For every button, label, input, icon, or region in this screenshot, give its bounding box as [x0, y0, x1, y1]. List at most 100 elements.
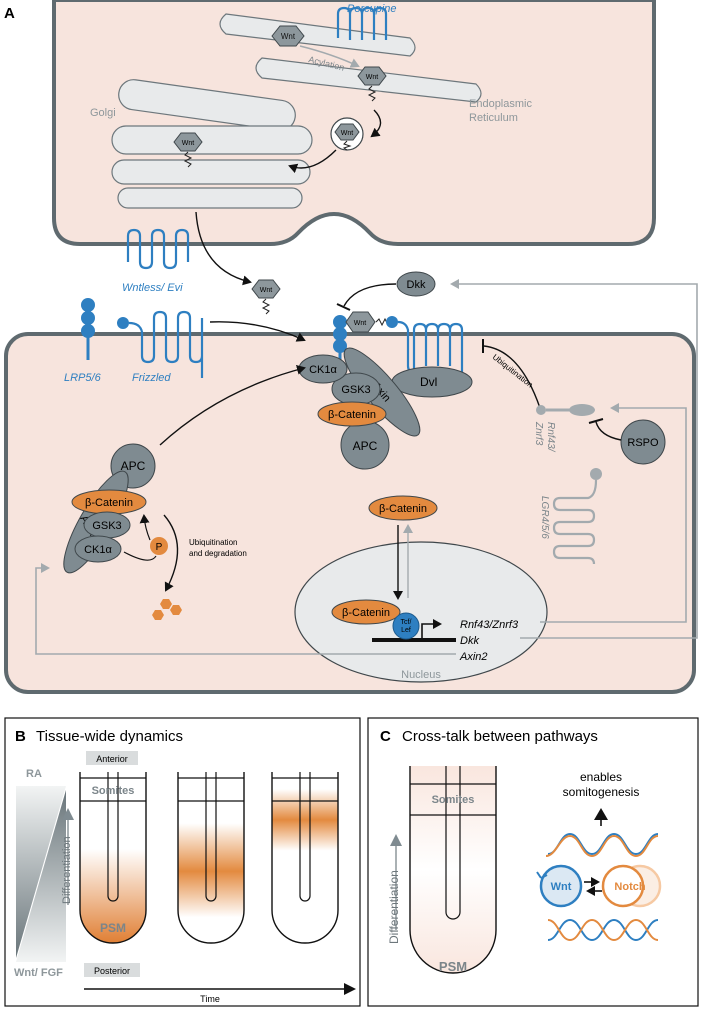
anterior-label: Anterior — [96, 754, 128, 764]
nucleus — [294, 541, 548, 683]
differentiation-label-b: Differentiation — [61, 836, 73, 904]
rnf43-znrf3-receptor — [536, 404, 595, 416]
beta-catenin-cytoplasmic — [368, 495, 438, 521]
target-dkk: Dkk — [460, 635, 479, 647]
rnf43-label: Rnf43/ — [545, 422, 556, 453]
panel-a-letter: A — [4, 5, 15, 22]
feedback-axin2 — [35, 563, 456, 655]
wntless-transmembrane — [126, 228, 190, 270]
oscillation-out-of-phase — [547, 918, 659, 942]
dkk-inhibition — [343, 283, 397, 307]
porcupine-transmembrane — [336, 6, 388, 40]
enables-arrowhead — [594, 808, 608, 820]
znrf3-label: Znrf3 — [533, 421, 544, 446]
degradation-arrow — [163, 514, 179, 592]
ra-label: RA — [26, 768, 42, 780]
wnt-er: Wnt — [271, 25, 305, 47]
rspo-bar — [588, 418, 604, 424]
acylation-arrow — [299, 45, 360, 68]
time-arrowhead — [344, 983, 356, 995]
er-to-vesicle-arrow — [370, 109, 382, 138]
anterior-box — [86, 751, 138, 765]
differentiation-label-c: Differentiation — [387, 870, 401, 944]
svg-text:Wnt: Wnt — [182, 140, 195, 147]
wnt-vesicle: Wnt — [330, 117, 364, 151]
time-label: Time — [200, 994, 220, 1004]
ck1a-destruction — [74, 535, 122, 563]
svg-text:Wnt: Wnt — [341, 130, 354, 137]
dkk-ligand — [396, 271, 436, 297]
feedback-rnf43 — [540, 403, 687, 623]
bound-frizzled — [386, 316, 464, 390]
porcupine-label: Porcupine — [347, 3, 397, 15]
enables-line2: somitogenesis — [563, 785, 640, 799]
er-label-line1: Endoplasmic — [469, 98, 532, 110]
posterior-label: Posterior — [94, 966, 130, 976]
rspo-label: RSPO — [627, 437, 659, 449]
tcf-label-line2: Lef — [401, 627, 411, 634]
tcf-label-line1: Tcf/ — [401, 619, 412, 626]
wnt-bound: Wnt — [345, 311, 392, 333]
panel-b-title: Tissue-wide dynamics — [36, 728, 183, 745]
er-label-line2: Reticulum — [469, 112, 518, 124]
notch-oscillator-label: Notch — [614, 881, 645, 893]
p-to-bcat-arrow — [139, 514, 151, 541]
gsk3-destruction-label: GSK3 — [92, 520, 121, 532]
golgi-label: Golgi — [90, 107, 116, 119]
panel-c-letter: C — [380, 728, 391, 745]
lrp5-6-receptor — [81, 298, 95, 360]
phosphate-label: P — [156, 542, 163, 553]
beta-catenin-bound-label: β-Catenin — [328, 409, 376, 421]
lgr-label: LGR4/5/6 — [539, 496, 550, 539]
enables-line1: enables — [580, 770, 622, 784]
wnt-golgi: Wnt — [173, 132, 203, 168]
ck1a-bound-label: CK1α — [309, 364, 337, 376]
panel-b-letter: B — [15, 728, 26, 745]
differentiation-arrowhead-c — [390, 834, 402, 846]
wnt-acylated: Wnt — [357, 66, 387, 102]
psm-label-c: PSM — [439, 959, 467, 974]
psm-label-b: PSM — [100, 921, 126, 935]
frizzled-label: Frizzled — [132, 372, 171, 384]
oscillation-in-phase — [545, 832, 659, 858]
golgi — [111, 79, 313, 209]
ubi-degradation-line1: Ubiquitination — [189, 538, 237, 547]
ck1a-destruction-label: CK1α — [84, 544, 112, 556]
wntless-label: Wntless/ Evi — [122, 282, 183, 294]
degraded-fragments — [152, 599, 182, 620]
svg-text:Wnt: Wnt — [260, 287, 273, 294]
dkk-inhibition-bar — [336, 303, 351, 311]
dkk-ligand-label: Dkk — [407, 279, 426, 291]
posterior-box — [84, 963, 140, 977]
secretion-arrow — [195, 211, 252, 286]
beta-catenin-destruction-label: β-Catenin — [85, 497, 133, 509]
transcription-arrow — [421, 619, 442, 638]
ubiquitination-inhibition — [483, 345, 541, 409]
ubi-degradation-line2: and degradation — [189, 549, 247, 558]
wnt-secreted: Wnt — [251, 279, 281, 315]
apc-destruction-label: APC — [121, 459, 146, 473]
wnt-fgf-gradient — [16, 790, 66, 962]
notch-oscillator — [601, 864, 662, 908]
apc-bound-label: APC — [353, 439, 378, 453]
wnt-fgf-label: Wnt/ FGF — [14, 967, 63, 979]
dvl-label: Dvl — [420, 375, 437, 389]
svg-text:Wnt: Wnt — [281, 32, 296, 41]
phosphate — [150, 537, 168, 555]
wnt-oscillator — [536, 864, 583, 908]
feedback-dkk — [450, 279, 698, 639]
target-rnf43: Rnf43/Znrf3 — [460, 619, 519, 631]
destruction-to-membrane-arrow — [159, 364, 306, 446]
ra-gradient — [16, 786, 66, 958]
psm-tissue-1 — [79, 772, 147, 944]
nucleus-label: Nucleus — [401, 669, 441, 681]
beta-catenin-nuclear-label: β-Catenin — [342, 607, 390, 619]
frizzled-receptor — [117, 310, 204, 378]
lgr4-5-6-receptor — [552, 468, 602, 565]
tcf-lef — [392, 612, 420, 640]
receptor-arrow — [209, 321, 306, 342]
beta-catenin-bound — [317, 401, 387, 427]
psm-tissue-c — [409, 766, 497, 974]
psm-tissue-2 — [177, 772, 245, 944]
gsk3-bound-label: GSK3 — [341, 384, 370, 396]
